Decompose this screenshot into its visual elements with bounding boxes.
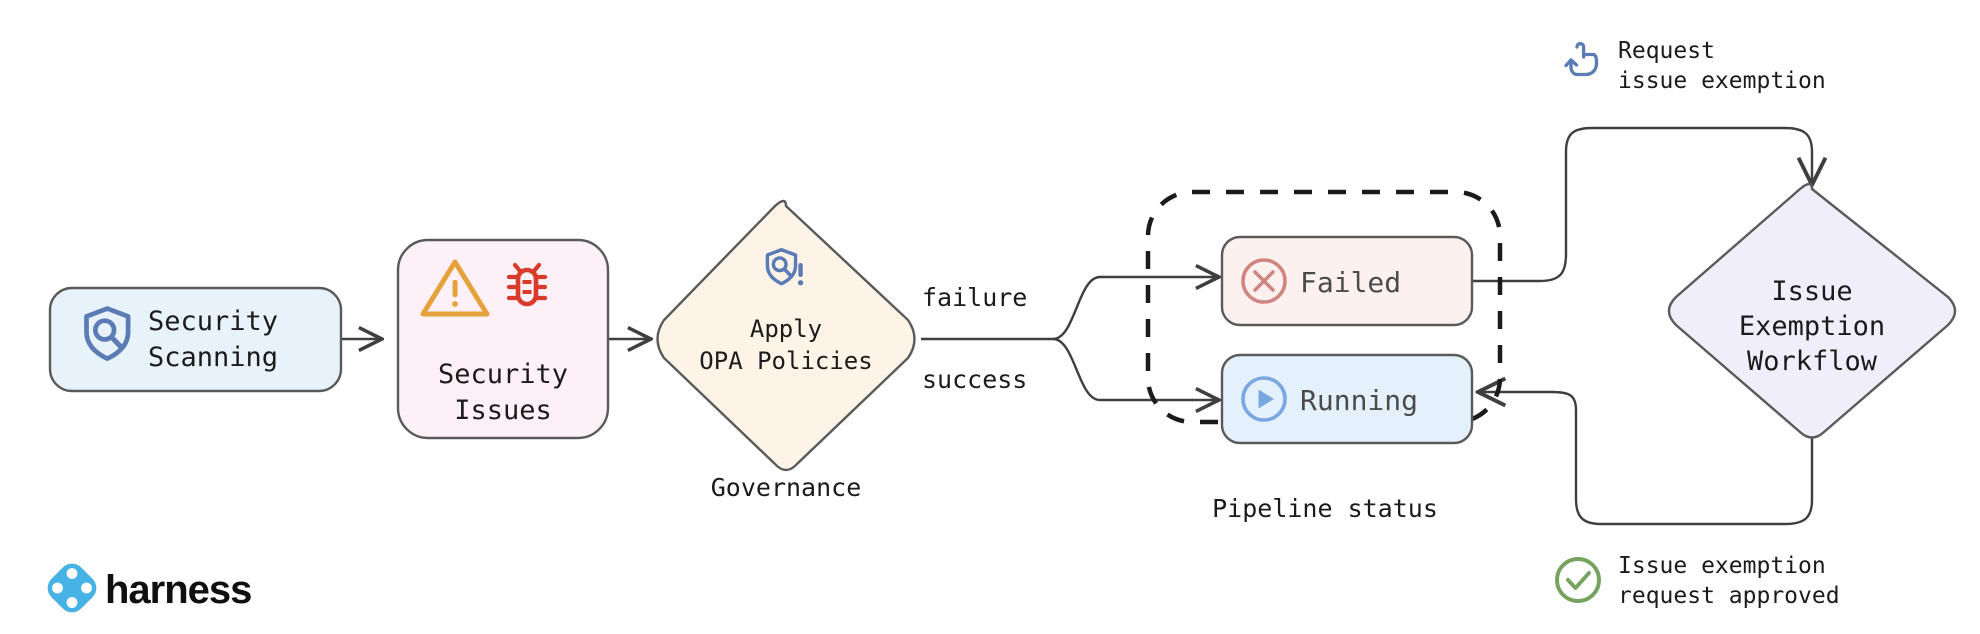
harness-logo-icon [47, 563, 97, 613]
approved-line-1: Issue exemption [1618, 553, 1826, 579]
edge-governance-split [921, 277, 1219, 400]
exemption-label-3: Workflow [1747, 346, 1878, 377]
node-running[interactable]: Running [1220, 353, 1474, 445]
annotation-request-exemption: Request issue exemption [1564, 38, 1826, 94]
running-label: Running [1300, 384, 1418, 417]
governance-label-2: OPA Policies [699, 347, 872, 375]
node-governance[interactable]: Apply OPA Policies Governance [656, 199, 916, 502]
node-security-scanning[interactable]: Security Scanning [48, 286, 343, 393]
node-security-issues[interactable]: Security Issues [396, 238, 610, 440]
annotation-approved: Issue exemption request approved [1555, 553, 1840, 609]
approved-line-2: request approved [1618, 583, 1840, 609]
exemption-label-1: Issue [1771, 276, 1852, 307]
pipeline-status-caption: Pipeline status [1212, 494, 1438, 523]
security-scanning-label-1: Security [148, 306, 278, 337]
check-circle-icon [1555, 557, 1601, 603]
request-exemption-line-1: Request [1618, 38, 1715, 64]
security-scanning-label-2: Scanning [148, 342, 278, 373]
harness-logo-text: harness [105, 568, 251, 612]
play-circle-icon [1241, 376, 1287, 422]
node-failed[interactable]: Failed [1220, 235, 1474, 327]
governance-caption: Governance [711, 473, 862, 502]
warning-triangle-icon [420, 259, 490, 317]
bug-icon [506, 262, 548, 307]
hand-click-icon [1564, 42, 1599, 77]
harness-logo: harness [47, 563, 252, 613]
shield-search-icon [84, 306, 131, 361]
edge-exemption-to-running [1478, 392, 1814, 526]
x-circle-icon [1241, 258, 1287, 304]
governance-label-1: Apply [750, 315, 822, 343]
failed-label: Failed [1300, 266, 1401, 299]
shield-search-alert-icon [765, 248, 804, 286]
edge-failed-to-exemption [1472, 126, 1812, 283]
request-exemption-line-2: issue exemption [1618, 68, 1826, 94]
edge-label-failure: failure [922, 283, 1027, 312]
edge-label-success: success [922, 365, 1027, 394]
exemption-label-2: Exemption [1739, 311, 1885, 342]
security-issues-label-1: Security [438, 359, 568, 390]
security-issues-label-2: Issues [454, 395, 552, 426]
node-issue-exemption-workflow[interactable]: Issue Exemption Workflow [1667, 182, 1957, 439]
